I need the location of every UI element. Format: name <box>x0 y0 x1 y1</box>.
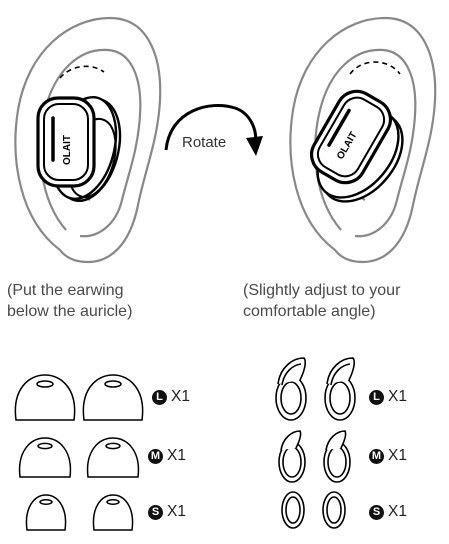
size-l-badge: L <box>152 389 167 405</box>
size-m-badge: M <box>148 448 163 464</box>
brand-logo-left: OLAIT <box>62 135 73 165</box>
size-quantity: X1 <box>171 388 190 405</box>
earwing-size-small: S X1 <box>369 503 407 521</box>
eartip-size-medium: M X1 <box>148 447 186 465</box>
size-quantity: X1 <box>167 503 186 520</box>
earwing-medium-pair <box>278 430 351 483</box>
rotate-arrow <box>164 103 258 151</box>
eartip-large-pair <box>14 374 144 421</box>
caption-right-line-1: (Slightly adjust to your <box>243 282 401 299</box>
caption-adjust-angle: (Slightly adjust to your comfortable ang… <box>243 280 400 322</box>
size-quantity: X1 <box>388 503 407 520</box>
size-s-badge: S <box>148 504 163 520</box>
earwing-size-medium: M X1 <box>369 447 407 465</box>
size-quantity: X1 <box>388 388 407 405</box>
eartip-medium-pair <box>18 437 140 478</box>
rotate-label: Rotate <box>182 134 226 151</box>
eartip-size-large: L X1 <box>152 388 190 406</box>
caption-earwing-placement: (Put the earwing below the auricle) <box>7 280 132 322</box>
size-quantity: X1 <box>388 447 407 464</box>
eartip-size-small: S X1 <box>148 503 186 521</box>
left-earbud: OLAIT <box>36 65 122 203</box>
earwing-large-pair <box>275 357 356 421</box>
size-s-badge: S <box>369 504 384 520</box>
caption-right-line-2: comfortable angle) <box>243 303 376 320</box>
caption-left-line-2: below the auricle) <box>7 303 133 320</box>
size-quantity: X1 <box>167 447 186 464</box>
size-m-badge: M <box>369 448 384 464</box>
caption-left-line-1: (Put the earwing <box>7 282 124 299</box>
eartips <box>14 374 144 531</box>
rotate-arrowhead-icon <box>246 136 263 156</box>
eartip-small-pair <box>25 494 134 531</box>
size-l-badge: L <box>369 389 384 405</box>
right-earbud: OLAIT <box>309 61 404 203</box>
earwing-small-pair <box>281 491 346 529</box>
earwing-size-large: L X1 <box>369 388 407 406</box>
earwings <box>275 357 356 529</box>
